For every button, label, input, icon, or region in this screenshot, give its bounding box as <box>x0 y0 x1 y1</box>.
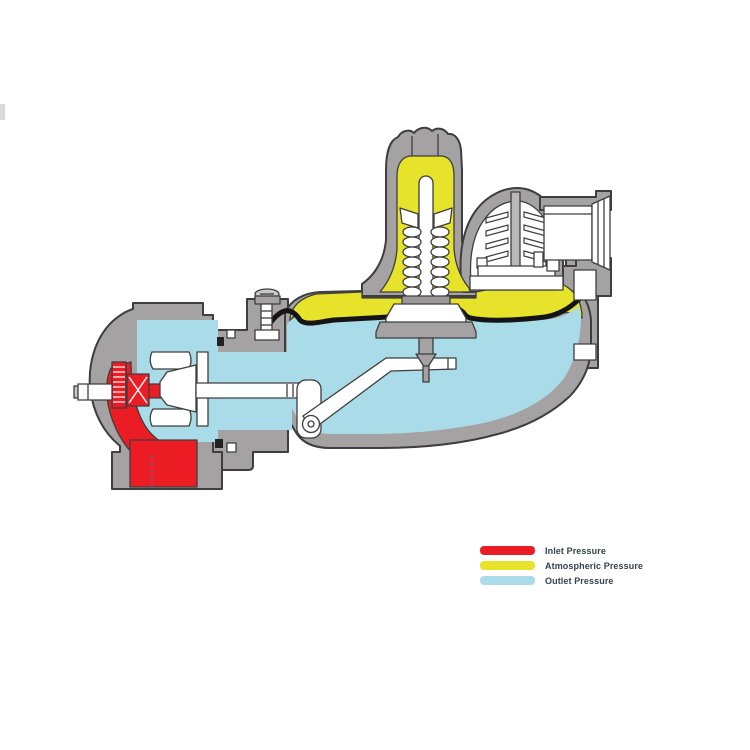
legend: Inlet Pressure Atmospheric Pressure Outl… <box>480 543 643 588</box>
relief-base-flange <box>469 275 564 291</box>
cage-top <box>149 351 192 370</box>
casing-notch <box>573 343 597 361</box>
notch-square <box>226 442 237 453</box>
notch-block <box>217 337 224 346</box>
pusher-post <box>418 337 434 357</box>
disc-holder <box>159 364 197 413</box>
vent-foot <box>533 251 544 268</box>
cage-bottom <box>149 408 192 427</box>
diaphragm-plate-lower <box>375 321 477 339</box>
left-pin <box>77 383 113 401</box>
pusher-tip <box>415 353 437 371</box>
relief-stem <box>510 191 521 279</box>
vent-cylinder <box>543 205 593 261</box>
pusher-rod <box>422 365 430 383</box>
legend-row-atmospheric: Atmospheric Pressure <box>480 558 643 573</box>
valve-stem <box>195 382 303 399</box>
legend-row-outlet: Outlet Pressure <box>480 573 643 588</box>
inlet-swatch-icon <box>480 546 535 555</box>
atmospheric-swatch-icon <box>480 561 535 570</box>
outlet-swatch-icon <box>480 576 535 585</box>
vent-bell <box>591 195 611 271</box>
casing-notch <box>573 269 597 301</box>
seat-hatch <box>113 366 125 403</box>
internals <box>73 175 611 453</box>
orifice-seat <box>111 361 127 409</box>
main-spring <box>402 226 450 298</box>
legend-label-atmospheric: Atmospheric Pressure <box>545 560 644 571</box>
legend-label-outlet: Outlet Pressure <box>545 575 614 586</box>
legend-row-inlet: Inlet Pressure <box>480 543 643 558</box>
bolt-base <box>254 295 281 305</box>
disc-cross <box>128 376 148 404</box>
legend-label-inlet: Inlet Pressure <box>545 545 606 556</box>
inlet-pipe-bore <box>129 439 198 488</box>
lever-pin <box>307 420 315 428</box>
left-edge-artifact <box>0 104 5 120</box>
notch-block <box>215 439 223 448</box>
bolt-washer <box>254 329 280 341</box>
notch-square <box>226 329 236 339</box>
